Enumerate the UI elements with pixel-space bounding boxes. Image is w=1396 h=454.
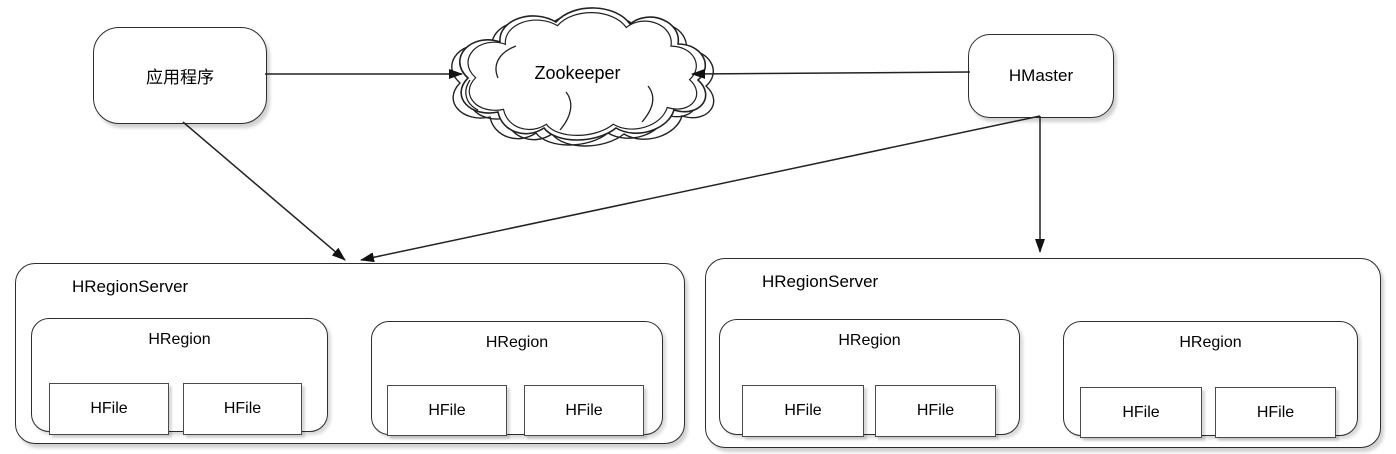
hfile-label: HFile [1256, 403, 1295, 421]
hregion-right-2-label: HRegion [1179, 334, 1242, 351]
hfile-label: HFile [1122, 403, 1160, 421]
hmaster-label: HMaster [1008, 66, 1074, 85]
arrow-application-to-left-server [182, 121, 346, 261]
hregionserver-left-label: HRegionServer [72, 277, 189, 296]
hfile-left-2-2: HFile [524, 385, 644, 436]
hfile-left-1-2: HFile [183, 383, 302, 435]
hregionserver-right-label: HRegionServer [762, 272, 879, 291]
hregion-right-2: HRegion HFile HFile [1063, 321, 1358, 438]
hfile-right-1-2: HFile [875, 385, 996, 437]
hfile-label: HFile [784, 402, 822, 419]
hregion-left-2-label: HRegion [485, 334, 549, 351]
hfile-left-2-1: HFile [387, 385, 507, 436]
hmaster-node: HMaster [968, 34, 1114, 118]
hregionserver-left: HRegionServer HRegion HFile HFile HRegio… [15, 263, 685, 444]
hregionserver-right: HRegionServer HRegion HFile HFile HRegio… [705, 258, 1381, 448]
arrow-hmaster-to-zookeeper [691, 68, 971, 79]
hfile-left-1-1: HFile [49, 383, 169, 435]
zookeeper-label: Zookeeper [534, 63, 621, 83]
hregion-right-1: HRegion HFile HFile [719, 319, 1020, 437]
hfile-label: HFile [916, 402, 955, 419]
hfile-label: HFile [90, 400, 128, 417]
hfile-right-2-1: HFile [1080, 387, 1202, 438]
hregion-left-1-label: HRegion [148, 331, 211, 348]
application-node: 应用程序 [93, 27, 267, 124]
hregion-left-2: HRegion HFile HFile [371, 321, 663, 436]
hfile-label: HFile [223, 400, 262, 417]
hregion-right-1-label: HRegion [838, 332, 901, 349]
hfile-right-1-1: HFile [742, 385, 864, 437]
hregion-left-1: HRegion HFile HFile [31, 318, 328, 435]
arrow-hmaster-to-left-server [360, 115, 1041, 263]
hfile-label: HFile [565, 401, 603, 419]
application-label: 应用程序 [146, 68, 214, 87]
hfile-right-2-2: HFile [1215, 387, 1336, 438]
hfile-label: HFile [428, 401, 466, 419]
